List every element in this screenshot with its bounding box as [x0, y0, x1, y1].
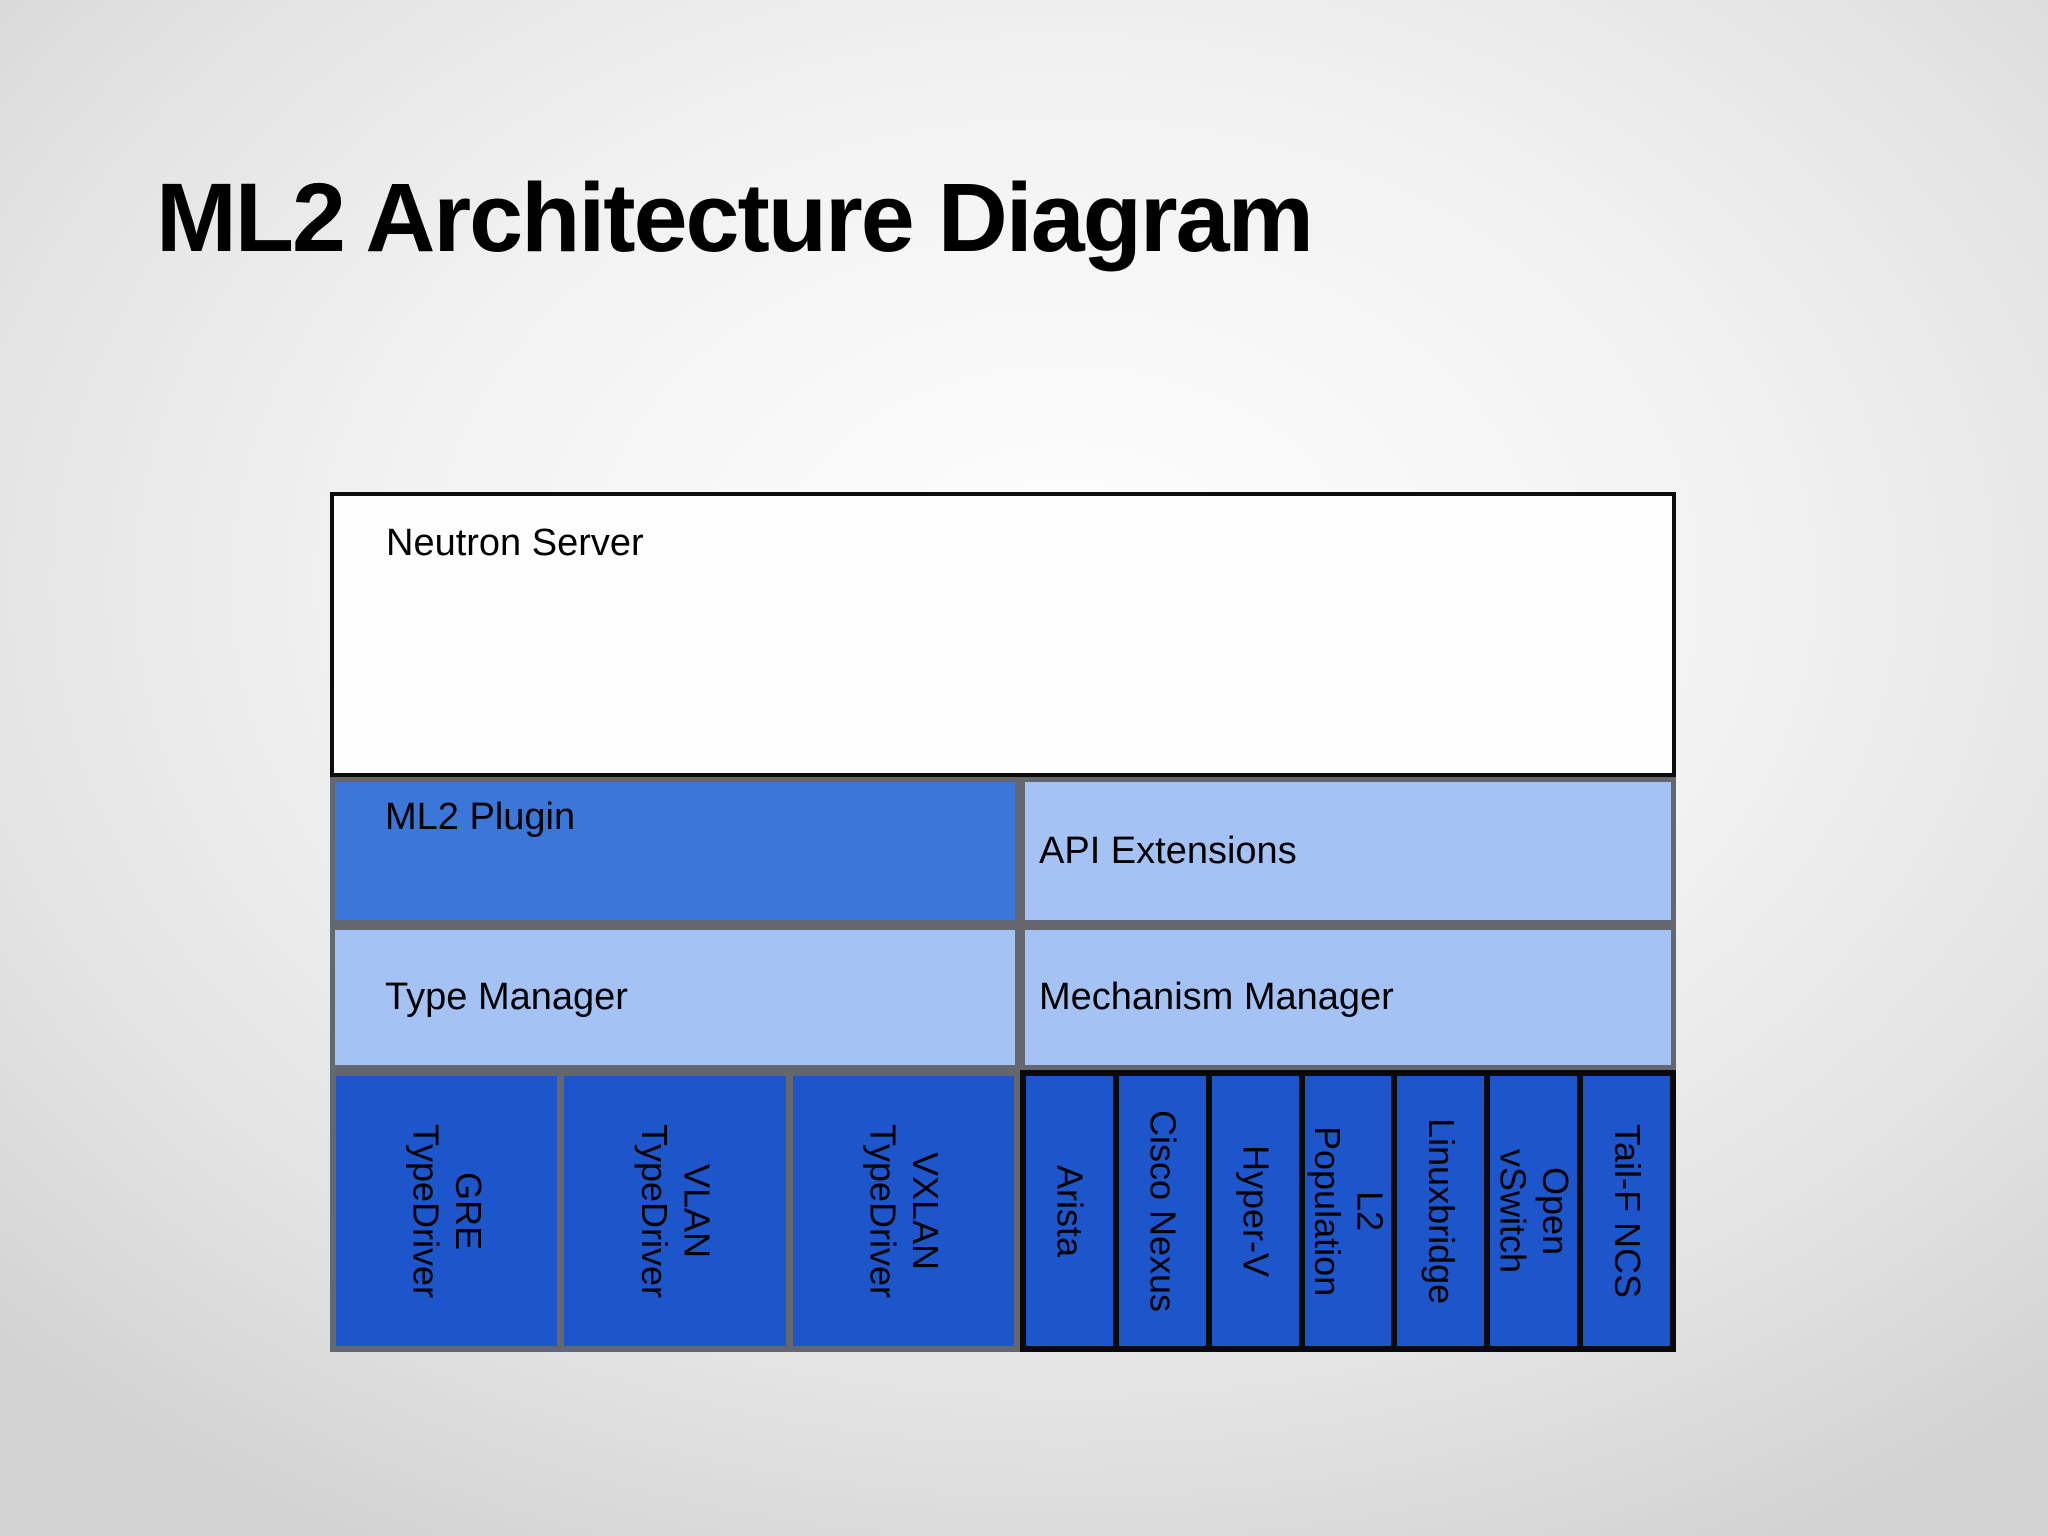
type-manager-label: Type Manager: [385, 976, 628, 1018]
mechanism-driver-cell-hyper-v: Hyper-V: [1211, 1076, 1299, 1346]
mechanism-driver-tail-f-ncs-label: Tail-F NCS: [1606, 1123, 1648, 1298]
mechanism-driver-hyper-v-label: Hyper-V: [1235, 1144, 1277, 1278]
type-manager-box: Type Manager: [330, 925, 1020, 1070]
ml2-plugin-box: ML2 Plugin: [330, 777, 1020, 925]
mechanism-driver-cell-l2-population: L2 Population: [1304, 1076, 1392, 1346]
neutron-server-label: Neutron Server: [386, 522, 644, 564]
mechanism-driver-cisco-nexus-label: Cisco Nexus: [1142, 1109, 1184, 1313]
ml2-plugin-label: ML2 Plugin: [385, 796, 576, 838]
mechanism-driver-cell-tail-f-ncs: Tail-F NCS: [1583, 1076, 1671, 1346]
type-drivers-group: GRE TypeDriver VLAN TypeDriver VXLAN Typ…: [330, 1070, 1020, 1352]
mechanism-driver-cell-open-vswitch: Open vSwitch: [1490, 1076, 1578, 1346]
type-driver-vlan-label: VLAN TypeDriver: [633, 1123, 718, 1299]
mechanism-manager-box: Mechanism Manager: [1020, 925, 1676, 1070]
type-driver-cell-vlan: VLAN TypeDriver: [564, 1076, 786, 1346]
type-driver-cell-gre: GRE TypeDriver: [336, 1076, 558, 1346]
slide-title: ML2 Architecture Diagram: [156, 163, 1314, 272]
mechanism-driver-arista-label: Arista: [1049, 1164, 1091, 1258]
type-driver-gre-label: GRE TypeDriver: [405, 1123, 490, 1299]
mechanism-driver-l2-population-label: L2 Population: [1307, 1125, 1391, 1297]
neutron-server-box: Neutron Server: [330, 492, 1676, 777]
type-driver-cell-vxlan: VXLAN TypeDriver: [792, 1076, 1014, 1346]
api-extensions-box: API Extensions: [1020, 777, 1676, 925]
mechanism-driver-cell-cisco-nexus: Cisco Nexus: [1118, 1076, 1206, 1346]
mechanism-drivers-group: Arista Cisco Nexus Hyper-V L2 Population…: [1020, 1070, 1676, 1352]
mechanism-driver-cell-arista: Arista: [1026, 1076, 1113, 1346]
mechanism-manager-label: Mechanism Manager: [1039, 976, 1394, 1018]
api-extensions-label: API Extensions: [1039, 829, 1297, 872]
type-driver-vxlan-label: VXLAN TypeDriver: [862, 1123, 946, 1299]
mechanism-driver-open-vswitch-label: Open vSwitch: [1492, 1148, 1577, 1274]
mechanism-driver-cell-linuxbridge: Linuxbridge: [1397, 1076, 1485, 1346]
mechanism-driver-linuxbridge-label: Linuxbridge: [1421, 1117, 1463, 1305]
